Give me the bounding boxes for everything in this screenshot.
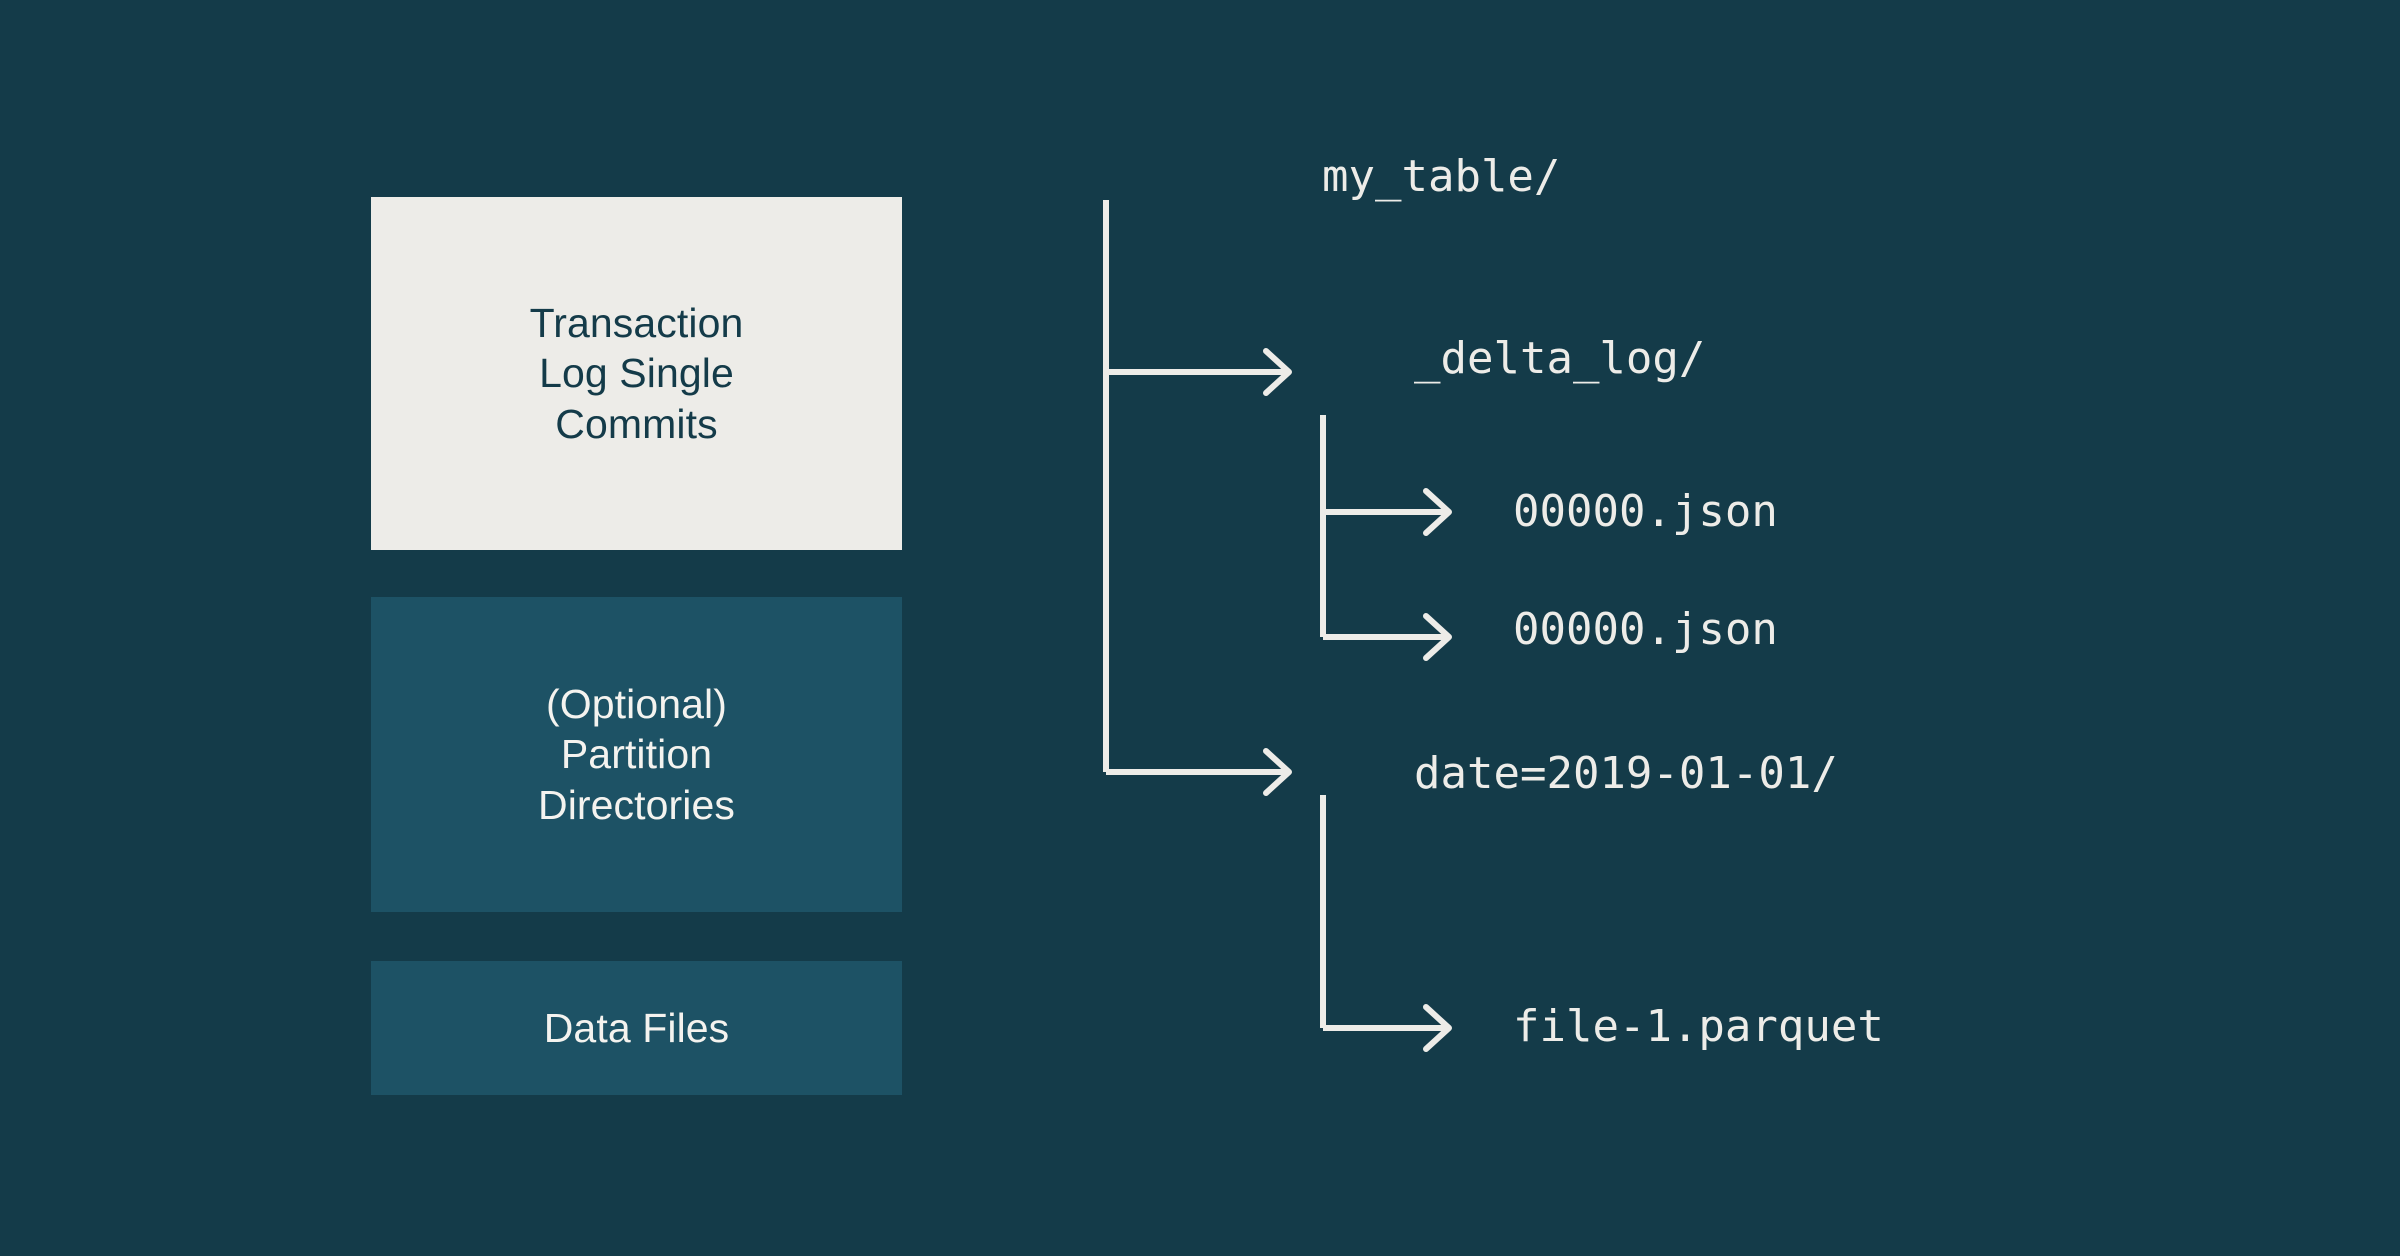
legend-box-partition-directories-label: (Optional) Partition Directories: [537, 681, 736, 828]
tree-node-file-parquet: file-1.parquet: [1513, 1001, 1884, 1052]
tree-node-json-first: 00000.json: [1513, 486, 1778, 537]
legend-box-partition-directories: (Optional) Partition Directories: [371, 597, 902, 912]
arrowhead-root-to-delta-log: [1263, 348, 1292, 396]
arrowhead-date-partition-to-parquet: [1423, 1004, 1452, 1052]
legend-box-data-files-label: Data Files: [543, 1004, 730, 1051]
tree-node-my-table: my_table/: [1322, 151, 1561, 202]
legend-box-transaction-log: Transaction Log Single Commits: [371, 197, 902, 550]
legend-box-transaction-log-label: Transaction Log Single Commits: [529, 300, 744, 447]
arrowhead-root-to-date-partition: [1263, 748, 1292, 796]
tree-node-date-partition: date=2019-01-01/: [1414, 748, 1838, 799]
tree-node-json-second: 00000.json: [1513, 604, 1778, 655]
tree-node-delta-log: _delta_log/: [1414, 333, 1706, 384]
arrowhead-delta-log-to-json-second: [1423, 613, 1452, 661]
arrowhead-delta-log-to-json-first: [1423, 488, 1452, 536]
legend-box-data-files: Data Files: [371, 961, 902, 1095]
